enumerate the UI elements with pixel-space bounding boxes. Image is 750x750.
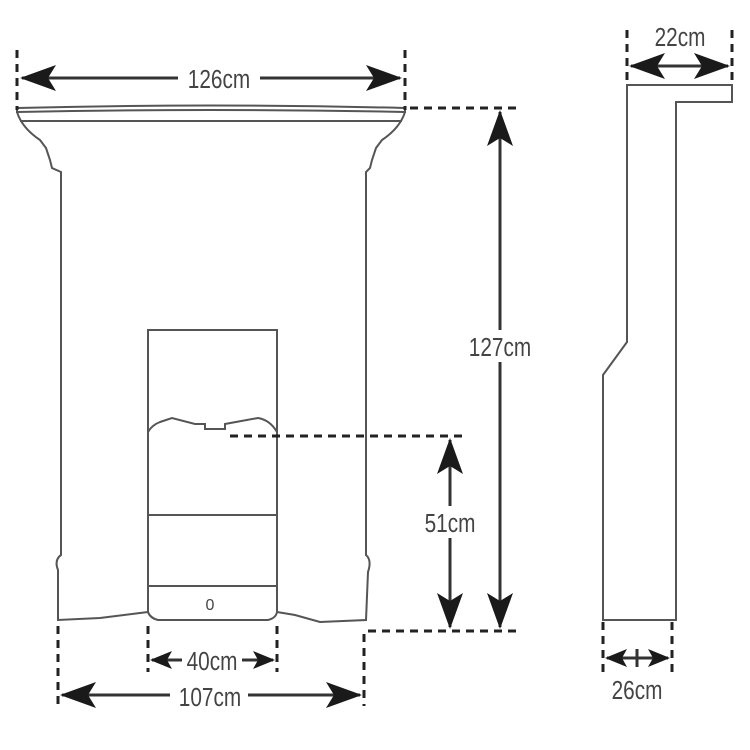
- ashpan-knob: 0: [206, 597, 215, 614]
- side-profile: [602, 84, 733, 621]
- opening-width-label: 40cm: [187, 647, 238, 676]
- opening-height-label: 51cm: [425, 509, 476, 538]
- width-top-label: 126cm: [188, 65, 250, 94]
- front-view: 0 126cm 127cm 51cm 40cm 107cm: [15, 50, 540, 712]
- side-view: 22cm 26cm: [601, 23, 734, 705]
- grate-top: [147, 416, 278, 433]
- depth-top-label: 22cm: [655, 23, 706, 52]
- mantel-shelf: [16, 104, 406, 114]
- surround-outline: [16, 111, 406, 624]
- height-total-label: 127cm: [469, 333, 531, 362]
- width-base-label: 107cm: [179, 683, 241, 712]
- firebox: 0: [147, 329, 278, 621]
- depth-base-label: 26cm: [612, 676, 663, 705]
